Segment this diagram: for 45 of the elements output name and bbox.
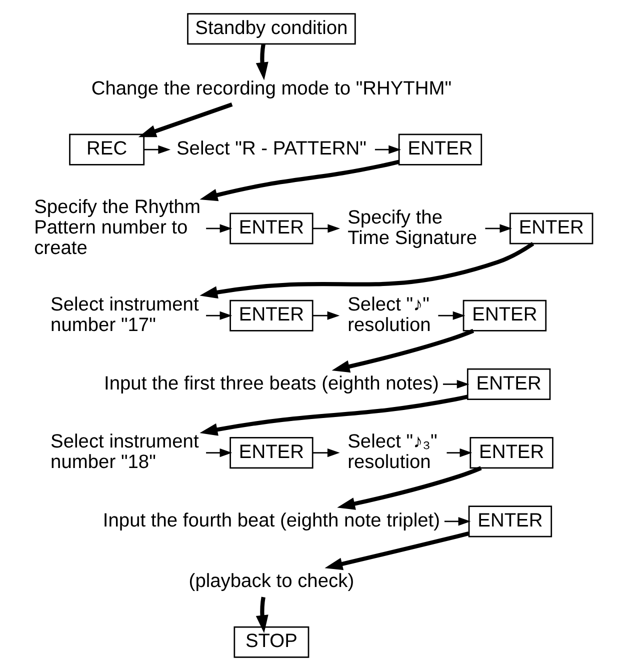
node-text: Select "♪" resolution: [348, 294, 431, 336]
node-box: ENTER: [466, 368, 551, 400]
arrow: [200, 394, 468, 436]
arrow: [446, 448, 472, 458]
arrow: [206, 448, 232, 458]
node-text: Specify the Rhythm Pattern number to create: [34, 196, 200, 260]
node-box: ENTER: [468, 506, 552, 538]
arrow: [206, 311, 232, 320]
arrow: [438, 311, 466, 320]
node-text: (playback to check): [188, 570, 354, 592]
node-box: ENTER: [230, 212, 314, 244]
node-text: Input the first three beats (eighth notes): [104, 373, 439, 394]
arrow: [200, 242, 534, 299]
arrow: [442, 380, 470, 389]
node-box: ENTER: [230, 437, 314, 469]
arrow: [312, 311, 340, 320]
node-box: ENTER: [462, 300, 547, 332]
arrow: [374, 145, 401, 154]
arrow: [206, 224, 232, 233]
arrow: [332, 328, 474, 373]
node-box: REC: [69, 134, 145, 166]
node-text: Change the recording mode to "RHYTHM": [91, 78, 452, 100]
arrow: [256, 44, 268, 80]
node-text: Select "R - PATTERN": [176, 138, 366, 160]
node-text: Select instrument number "17": [50, 294, 199, 336]
node-box: ENTER: [510, 212, 594, 244]
arrow: [324, 532, 470, 570]
node-box: ENTER: [398, 134, 482, 166]
arrow: [144, 145, 171, 154]
node-box: STOP: [234, 626, 310, 658]
arrow: [256, 596, 268, 634]
node-box: Standby condition: [187, 13, 356, 45]
arrow: [444, 517, 471, 526]
node-text: Specify the Time Signature: [348, 207, 478, 249]
node-box: ENTER: [470, 437, 554, 469]
node-box: ENTER: [230, 300, 314, 332]
arrow: [313, 224, 340, 233]
node-text: Select instrument number "18": [50, 432, 199, 474]
arrow: [312, 448, 340, 458]
arrow: [138, 102, 233, 138]
arrow: [337, 466, 482, 510]
arrow: [485, 224, 512, 233]
node-text: Select "♪₃" resolution: [348, 432, 438, 474]
arrow: [200, 160, 400, 202]
node-text: Input the fourth beat (eighth note triplet): [102, 510, 440, 532]
